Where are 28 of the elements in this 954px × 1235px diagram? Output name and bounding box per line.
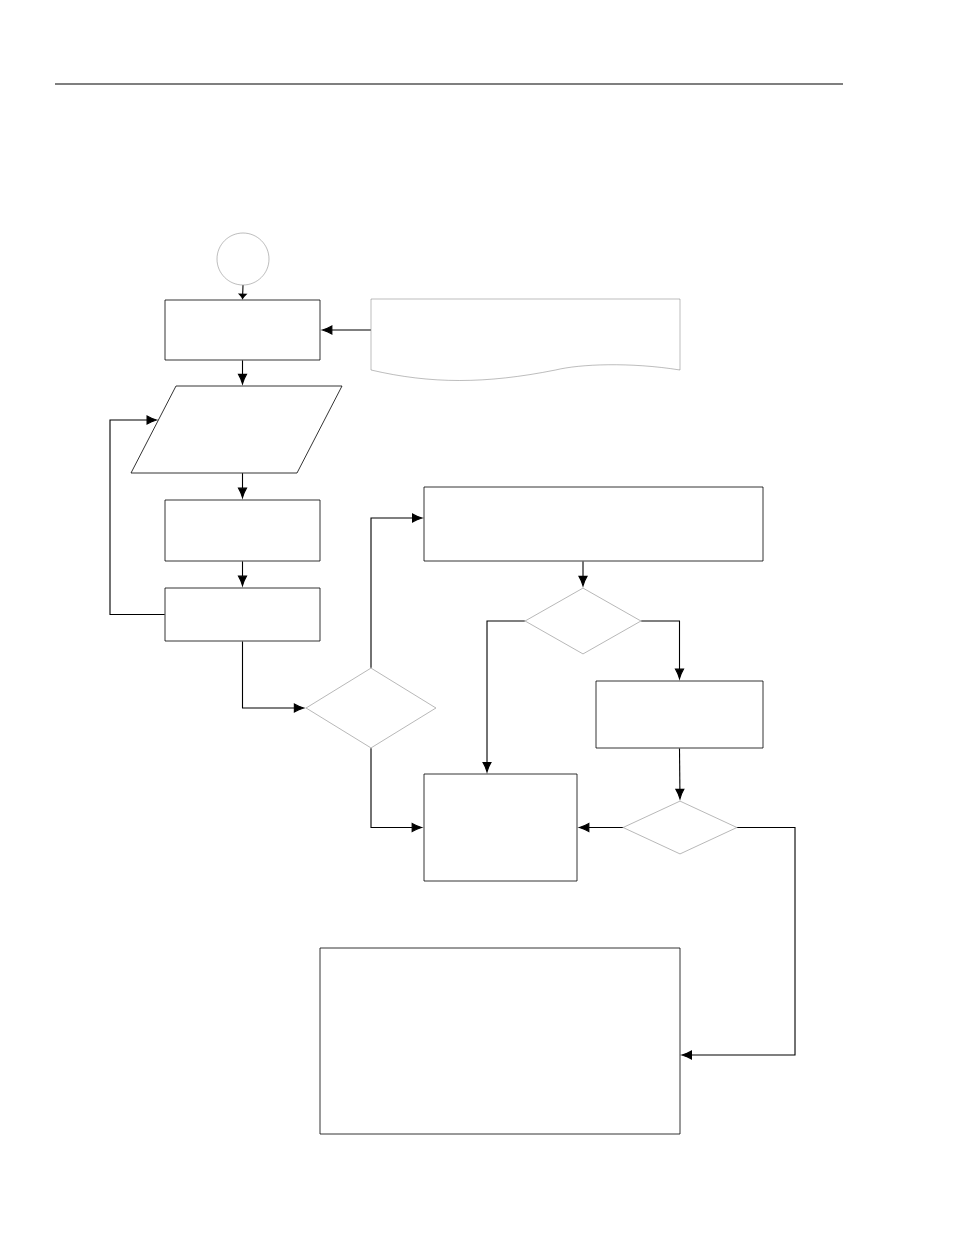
process-box <box>423 773 578 882</box>
arrow <box>241 640 305 713</box>
decision-diamond <box>524 587 642 655</box>
arrow <box>578 822 624 833</box>
arrow <box>370 747 423 833</box>
decision-diamond <box>622 800 738 855</box>
arrow <box>640 620 685 680</box>
start-circle <box>216 232 270 286</box>
arrow <box>238 284 247 300</box>
document-shape <box>370 298 681 381</box>
process-box <box>164 299 321 361</box>
arrow <box>482 620 526 773</box>
arrow <box>681 826 796 1060</box>
arrow <box>578 560 588 587</box>
arrow <box>370 513 423 669</box>
process-box <box>595 680 764 749</box>
arrow <box>237 472 248 499</box>
arrow <box>675 747 685 800</box>
process-box <box>164 587 321 642</box>
process-box <box>319 947 681 1135</box>
arrow <box>237 560 248 587</box>
input-parallelogram <box>130 385 343 474</box>
arrow <box>109 415 166 616</box>
arrow <box>321 325 372 335</box>
decision-diamond <box>305 667 437 749</box>
arrow <box>237 359 248 385</box>
process-box <box>423 486 764 562</box>
process-box <box>164 499 321 562</box>
